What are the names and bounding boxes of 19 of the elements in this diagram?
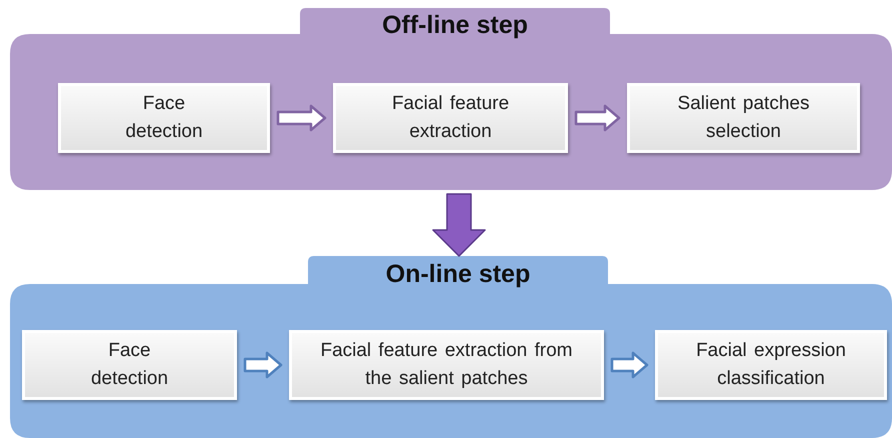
process-box [289, 330, 604, 400]
arrow [610, 352, 648, 378]
step-label: Face detection [124, 92, 204, 144]
step-label: Face detection [90, 339, 170, 391]
step-label: Facial feature extraction from the salient patches [319, 339, 574, 391]
process-box [655, 330, 887, 400]
arrow [432, 193, 486, 257]
panel-heading: Off-line step [381, 10, 529, 40]
panel-heading: On-line step [384, 259, 532, 290]
arrow [244, 352, 282, 378]
arrow [574, 104, 620, 132]
step-label: Salient patches selection [676, 92, 810, 144]
process-box [627, 83, 860, 153]
arrow [276, 104, 326, 132]
step-label: Facial feature extraction [390, 92, 510, 144]
process-box [333, 83, 568, 153]
step-label: Facial expression classification [695, 339, 847, 391]
process-box [58, 83, 270, 153]
process-box [22, 330, 237, 400]
